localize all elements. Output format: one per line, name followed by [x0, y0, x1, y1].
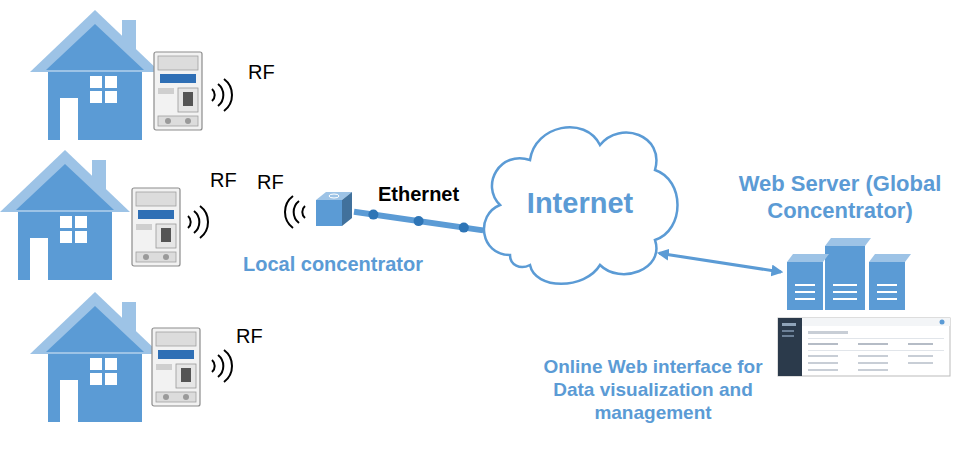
web-interface-screenshot: [778, 318, 950, 376]
web-server-outline: [785, 232, 907, 312]
concentrator-box: Local concentrator: [312, 192, 354, 228]
rf-waves: [212, 79, 232, 111]
rf-waves: [212, 350, 232, 382]
rf-label: RF: [236, 324, 263, 348]
internet-cloud: Internet: [470, 105, 690, 295]
house-icon: [0, 150, 130, 280]
rf-label: RF: [210, 168, 237, 192]
node-label: Web Server (Global Concentrator): [720, 171, 960, 224]
rf-waves: [188, 206, 208, 238]
link-dot: [459, 223, 469, 233]
circuit-breaker: [152, 328, 200, 406]
rf-waves: [285, 196, 305, 228]
house-icon: [30, 10, 160, 140]
circuit-breaker: [154, 52, 202, 130]
link-dot: [368, 210, 378, 220]
edge-label: Ethernet: [378, 182, 459, 206]
web-server: Web Server (Global Concentrator): [785, 232, 907, 312]
concentrator-box-outline: [312, 192, 354, 228]
circuit-breaker: [132, 188, 180, 266]
rf-label: RF: [248, 60, 275, 84]
node-label: Internet: [527, 186, 633, 221]
house-icon: [30, 292, 160, 422]
node-label: Local concentrator: [243, 252, 423, 276]
rf-label: RF: [257, 170, 284, 194]
link-dot: [414, 216, 424, 226]
internet-link: [659, 253, 781, 272]
interface-caption: Online Web interface for Data visualizat…: [533, 356, 773, 424]
